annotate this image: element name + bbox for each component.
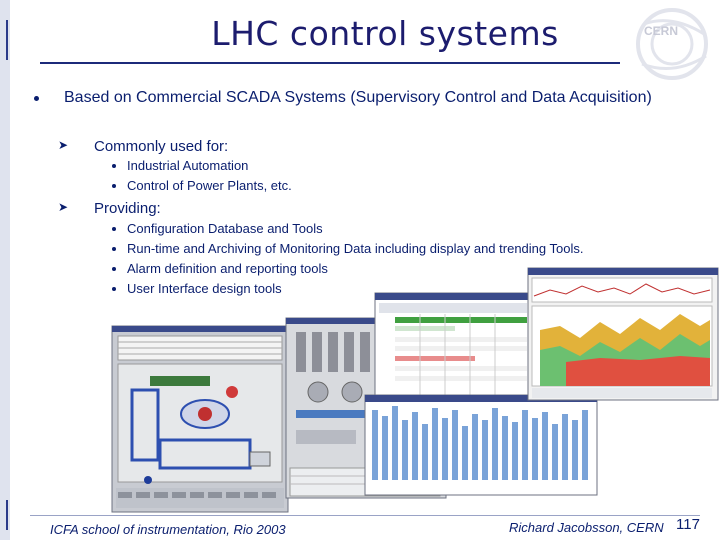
list-item-text: Configuration Database and Tools xyxy=(127,221,323,236)
list-item-text: Control of Power Plants, etc. xyxy=(127,178,292,193)
bullet-dot-icon xyxy=(34,96,39,101)
trend-chart-window xyxy=(527,267,719,401)
slide-title: LHC control systems xyxy=(211,14,559,53)
footer-author: Richard Jacobsson, CERN xyxy=(509,520,664,535)
page-number: 117 xyxy=(676,516,700,533)
section-label: Providing: xyxy=(94,200,161,217)
bullet-dot-icon xyxy=(112,287,116,291)
plant-synoptic-window xyxy=(285,317,447,499)
cern-logo xyxy=(636,8,708,80)
data-table-window xyxy=(374,292,531,406)
bar-stripe xyxy=(6,500,8,530)
bullet-dot-icon xyxy=(112,267,116,271)
arrow-bullet-icon: ➤ xyxy=(58,200,69,214)
list-item-text: Industrial Automation xyxy=(127,158,249,173)
bar-stripe xyxy=(6,20,8,60)
main-bullet-text: Based on Commercial SCADA Systems (Super… xyxy=(64,89,652,106)
title-underline xyxy=(40,62,620,64)
footer-conference: ICFA school of instrumentation, Rio 2003 xyxy=(50,522,286,537)
list-item-text: Alarm definition and reporting tools xyxy=(127,261,328,276)
left-decorative-bar xyxy=(0,0,10,540)
bullet-dot-icon xyxy=(112,227,116,231)
bullet-dot-icon xyxy=(112,247,116,251)
arrow-bullet-icon: ➤ xyxy=(58,138,69,152)
process-diagram-window xyxy=(111,325,289,513)
bullet-dot-icon xyxy=(112,164,116,168)
bullet-dot-icon xyxy=(112,184,116,188)
footer-divider xyxy=(30,515,700,516)
section-label: Commonly used for: xyxy=(94,138,229,155)
list-item-text: Run-time and Archiving of Monitoring Dat… xyxy=(127,241,584,256)
cern-logo-text: CERN xyxy=(644,24,679,38)
bar-chart-window xyxy=(364,394,598,496)
list-item-text: User Interface design tools xyxy=(127,281,282,296)
